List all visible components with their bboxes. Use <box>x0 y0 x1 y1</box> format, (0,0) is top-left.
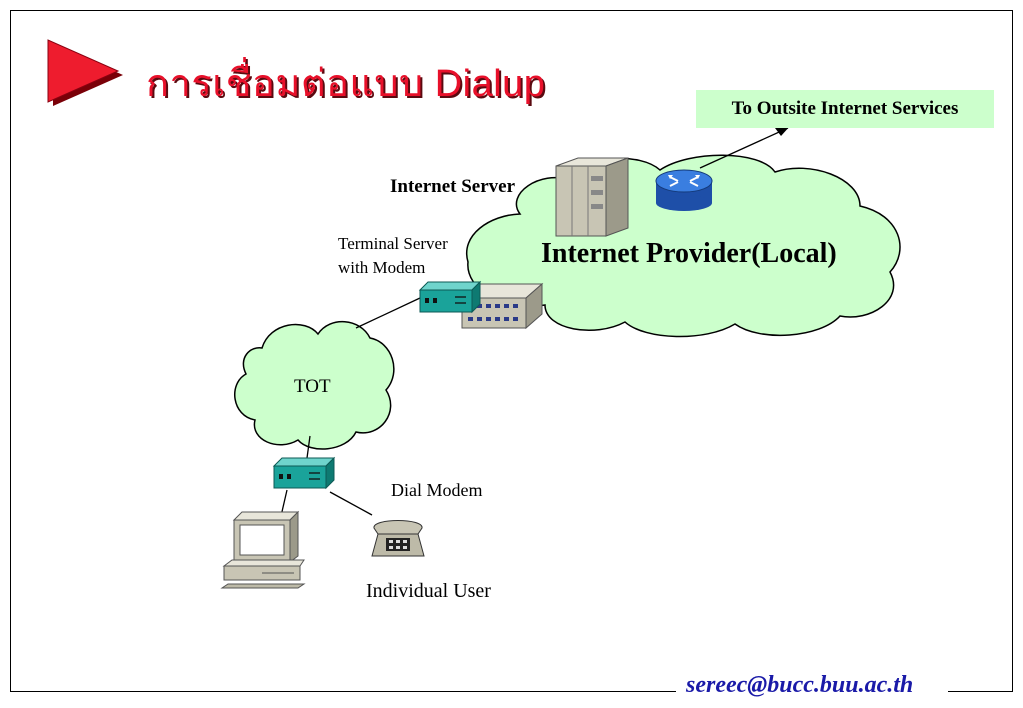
tot-label: TOT <box>294 376 331 397</box>
terminal-server-label-line2: with Modem <box>338 258 426 277</box>
dial-modem-icon <box>272 456 336 490</box>
dial-modem-label: Dial Modem <box>391 480 483 500</box>
internet-server-label: Internet Server <box>390 176 516 197</box>
footer-email: sereec@bucc.buu.ac.th <box>686 672 914 698</box>
slide-title: การเชื่อมต่อแบบ Dialup <box>146 63 546 105</box>
arrow-bullet-icon <box>47 39 123 106</box>
telephone-icon <box>371 520 425 557</box>
terminal-server-label: Terminal Server with Modem <box>338 232 448 280</box>
modem-icon <box>418 280 482 314</box>
computer-icon <box>220 510 306 589</box>
tot-cloud <box>234 320 395 450</box>
individual-user-label: Individual User <box>366 580 491 602</box>
connection-lines <box>280 127 789 517</box>
router-icon <box>655 169 713 211</box>
server-icon <box>555 157 629 237</box>
terminal-server-label-line1: Terminal Server <box>338 234 448 253</box>
arrow-head <box>775 126 790 136</box>
outside-services-box: To Outsite Internet Services <box>696 90 994 128</box>
footer-gap <box>676 684 948 704</box>
slide-frame <box>10 10 1013 692</box>
provider-label: Internet Provider(Local) <box>541 238 837 269</box>
